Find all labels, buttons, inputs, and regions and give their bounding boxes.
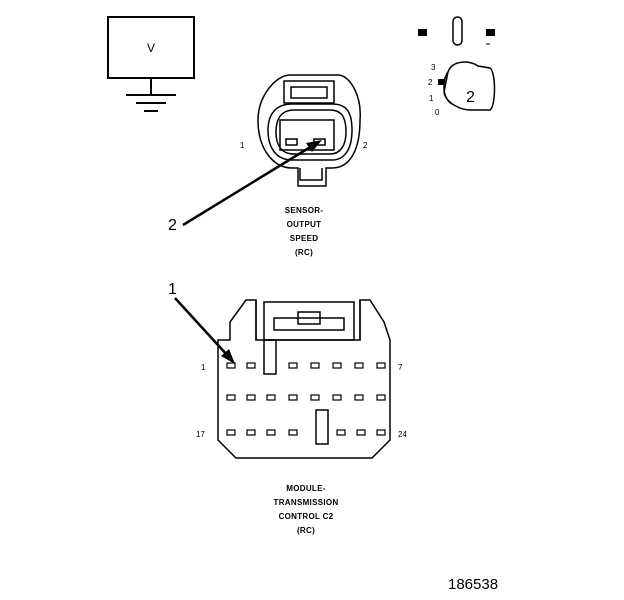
module-pin-cavities [226, 362, 386, 436]
callout-arrowhead-2 [306, 140, 322, 152]
probe-tick-0: 0 [435, 108, 440, 117]
probe-key-icon: 3 2 1 0 2 [418, 16, 496, 117]
callout-number-2: 2 [168, 217, 177, 234]
sensor-caption-line-2: OUTPUT [287, 220, 322, 229]
sensor-connector [257, 74, 361, 187]
voltmeter-label: V [147, 41, 155, 55]
ground-icon [126, 78, 176, 112]
probe-tick-2: 2 [428, 78, 433, 87]
callout-arrow-1 [174, 297, 229, 357]
module-caption-line-2: TRANSMISSION [274, 498, 339, 507]
callout-arrowhead-1 [221, 349, 235, 364]
module-pin-1-label: 1 [201, 363, 206, 372]
module-pin-7-label: 7 [398, 363, 403, 372]
probe-key-label: 2 [466, 89, 475, 106]
sensor-pin-2-label: 2 [363, 141, 368, 150]
sensor-pin-1-label: 1 [240, 141, 245, 150]
callout-number-1: 1 [168, 281, 177, 298]
voltmeter-symbol: V [107, 16, 195, 112]
module-connector [217, 299, 391, 459]
figure-number: 186538 [448, 576, 498, 593]
module-pin-17-label: 17 [196, 430, 205, 439]
probe-tick-1: 1 [429, 94, 434, 103]
module-caption-line-4: (RC) [297, 526, 315, 535]
module-pin-24-label: 24 [398, 430, 407, 439]
probe-tick-3: 3 [431, 63, 436, 72]
sensor-caption-line-3: SPEED [290, 234, 319, 243]
module-caption-line-1: MODULE- [286, 484, 325, 493]
sensor-caption-line-4: (RC) [295, 248, 313, 257]
module-caption-line-3: CONTROL C2 [279, 512, 334, 521]
callout-arrow-2 [182, 144, 313, 227]
sensor-caption-line-1: SENSOR- [285, 206, 324, 215]
